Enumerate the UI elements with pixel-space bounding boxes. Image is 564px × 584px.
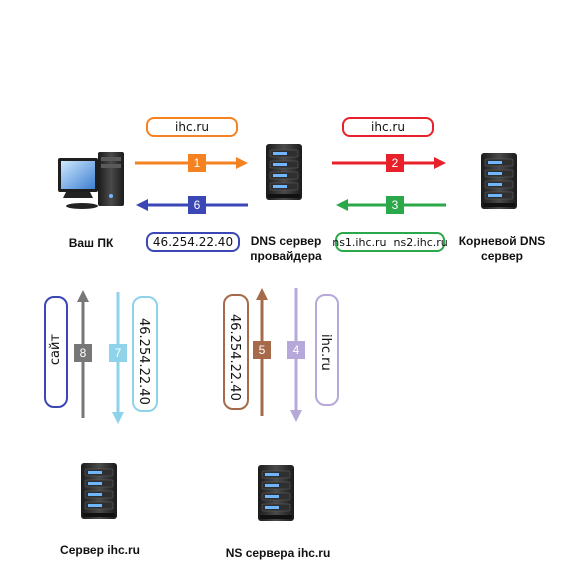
isp-dns-server-icon [265, 143, 303, 201]
step-7-badge: 7 [109, 344, 127, 362]
step-2-label: ihc.ru [342, 117, 434, 137]
step-8-label: сайт [48, 334, 63, 366]
step-1-label: ihc.ru [146, 117, 238, 137]
step-6-label: 46.254.22.40 [146, 232, 240, 252]
step-6-badge: 6 [188, 196, 206, 214]
root-dns-server-icon [480, 152, 518, 210]
step-4-label-box [315, 294, 339, 406]
step-8-badge: 8 [74, 344, 92, 362]
step-1-badge: 1 [188, 154, 206, 172]
pc-icon [58, 152, 124, 209]
isp-dns-label: DNS сервер провайдера [250, 234, 322, 263]
arrow-step-1 [135, 157, 248, 169]
step-5-label-box [223, 294, 249, 410]
step-4-label: ihc.ru [318, 334, 333, 371]
ns-servers-icon [257, 464, 295, 522]
step-7-label: 46.254.22.40 [136, 318, 151, 405]
step-5-label: 46.254.22.40 [227, 314, 242, 401]
root-dns-label: Корневой DNS сервер [458, 234, 546, 263]
step-7-label-box [132, 296, 158, 412]
pc-label: Ваш ПК [68, 236, 114, 250]
ns-servers-label: NS сервера ihc.ru [225, 546, 331, 560]
step-3-badge: 3 [386, 196, 404, 214]
site-server-icon [80, 462, 118, 520]
step-5-badge: 5 [253, 341, 271, 359]
arrow-step-2 [332, 157, 446, 169]
step-8-label-box [44, 296, 68, 408]
step-2-badge: 2 [386, 154, 404, 172]
site-server-label: Сервер ihc.ru [60, 543, 140, 557]
step-4-badge: 4 [287, 341, 305, 359]
step-3-label: ns1.ihc.ru ns2.ihc.ru [332, 232, 448, 252]
